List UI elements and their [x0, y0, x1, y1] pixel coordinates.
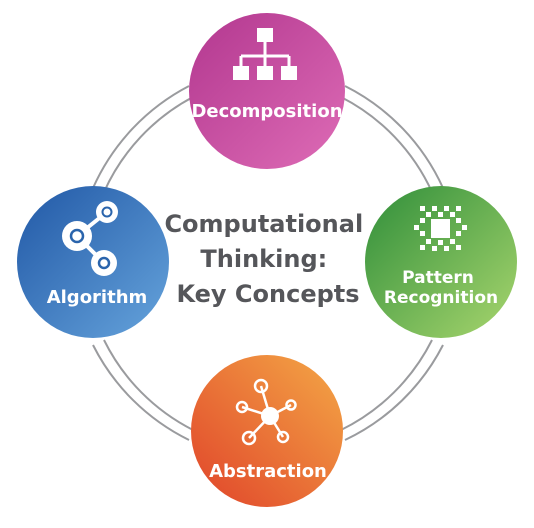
hierarchy-icon [233, 28, 297, 80]
center-title: Computational Thinking: Key Concepts [164, 210, 371, 308]
ring-arc-top-right-inner [340, 96, 433, 193]
ring-arc-top-left-inner [103, 96, 194, 193]
node-abstraction: Abstraction [191, 355, 343, 507]
pattern-recognition-label-line-2: Recognition [384, 288, 498, 308]
center-title-line-3: Key Concepts [176, 280, 359, 308]
ring-arc-bottom-right-inner [340, 339, 433, 431]
ring-arc-top-right [344, 85, 444, 189]
pattern-recognition-label: Pattern Recognition [384, 268, 498, 308]
network-icon [235, 378, 297, 446]
ring-arc-bottom-left [92, 344, 190, 441]
decomposition-label: Decomposition [191, 101, 342, 122]
node-algorithm: Algorithm [17, 186, 169, 338]
ring-arc-bottom-left-inner [103, 339, 194, 431]
center-title-line-2: Thinking: [200, 245, 327, 273]
pixel-pattern-icon [414, 206, 467, 251]
abstraction-label: Abstraction [209, 461, 327, 482]
ring-arc-bottom-right [344, 344, 444, 441]
connected-gears-icon [62, 201, 118, 276]
algorithm-label: Algorithm [47, 287, 148, 308]
pattern-recognition-label-line-1: Pattern [402, 268, 474, 288]
node-pattern-recognition: Pattern Recognition [365, 186, 517, 338]
ring-arc-top-left [92, 85, 190, 189]
connection-ring [92, 85, 444, 441]
center-title-line-1: Computational [164, 210, 363, 238]
node-decomposition: Decomposition [189, 13, 345, 169]
